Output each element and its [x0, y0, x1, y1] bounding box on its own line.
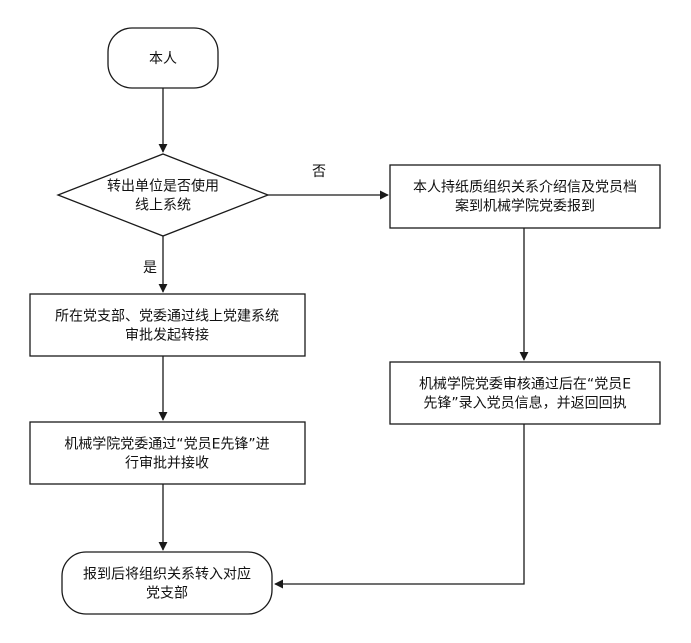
node-end-label: 报到后将组织关系转入对应党支部: [83, 566, 251, 602]
decision-diamond-shape: [56, 153, 270, 237]
node-label-line: 案到机械学院党委报到: [455, 198, 595, 215]
node-label-line: 党支部: [146, 586, 188, 602]
start-terminator-shape: [107, 27, 219, 89]
edges: [158, 88, 529, 589]
node-end: 报到后将组织关系转入对应党支部: [61, 551, 273, 615]
node-decision: 转出单位是否使用线上系统: [56, 153, 270, 237]
record-return-process-shape: [389, 361, 661, 425]
node-label-line: 本人持纸质组织关系介绍信及党员档: [413, 180, 637, 196]
node-branch-submit-label: 所在党支部、党委通过线上党建系统审批发起转接: [55, 309, 279, 344]
node-paper-letter: 本人持纸质组织关系介绍信及党员档案到机械学院党委报到: [389, 164, 661, 229]
node-label-line: 先锋”录入党员信息，并返回回执: [423, 395, 626, 412]
node-start: 本人: [107, 27, 219, 89]
end-terminator-shape: [61, 551, 273, 615]
node-label-line: 审批发起转接: [125, 327, 209, 344]
node-label-line: 报到后将组织关系转入对应: [83, 566, 251, 583]
node-start-label: 本人: [149, 51, 177, 67]
node-label-line: 线上系统: [135, 198, 191, 214]
branch-submit-process-shape: [29, 293, 306, 357]
edge-label-no: 否: [312, 164, 326, 180]
approve-receive-process-shape: [29, 421, 306, 485]
node-label-line: 行审批并接收: [125, 455, 209, 472]
node-label-line: 所在党支部、党委通过线上党建系统: [55, 309, 279, 325]
node-label-line: 机械学院党委通过“党员E先锋”进: [64, 437, 269, 453]
paper-letter-process-shape: [389, 164, 661, 229]
node-branch-submit: 所在党支部、党委通过线上党建系统审批发起转接: [29, 293, 306, 357]
edge-label-yes: 是: [143, 260, 157, 276]
edge-record-to-end: [274, 424, 525, 589]
node-paper-letter-label: 本人持纸质组织关系介绍信及党员档案到机械学院党委报到: [413, 180, 637, 215]
node-label-line: 本人: [149, 51, 177, 67]
node-label-line: 转出单位是否使用: [107, 178, 219, 195]
node-approve-receive-label: 机械学院党委通过“党员E先锋”进行审批并接收: [64, 437, 269, 472]
node-label-line: 机械学院党委审核通过后在“党员E: [419, 377, 631, 393]
node-approve-receive: 机械学院党委通过“党员E先锋”进行审批并接收: [29, 421, 306, 485]
node-record-return: 机械学院党委审核通过后在“党员E 先锋”录入党员信息，并返回回执: [389, 361, 661, 425]
node-record-return-label: 机械学院党委审核通过后在“党员E 先锋”录入党员信息，并返回回执: [419, 377, 631, 412]
node-decision-label: 转出单位是否使用线上系统: [107, 178, 219, 214]
